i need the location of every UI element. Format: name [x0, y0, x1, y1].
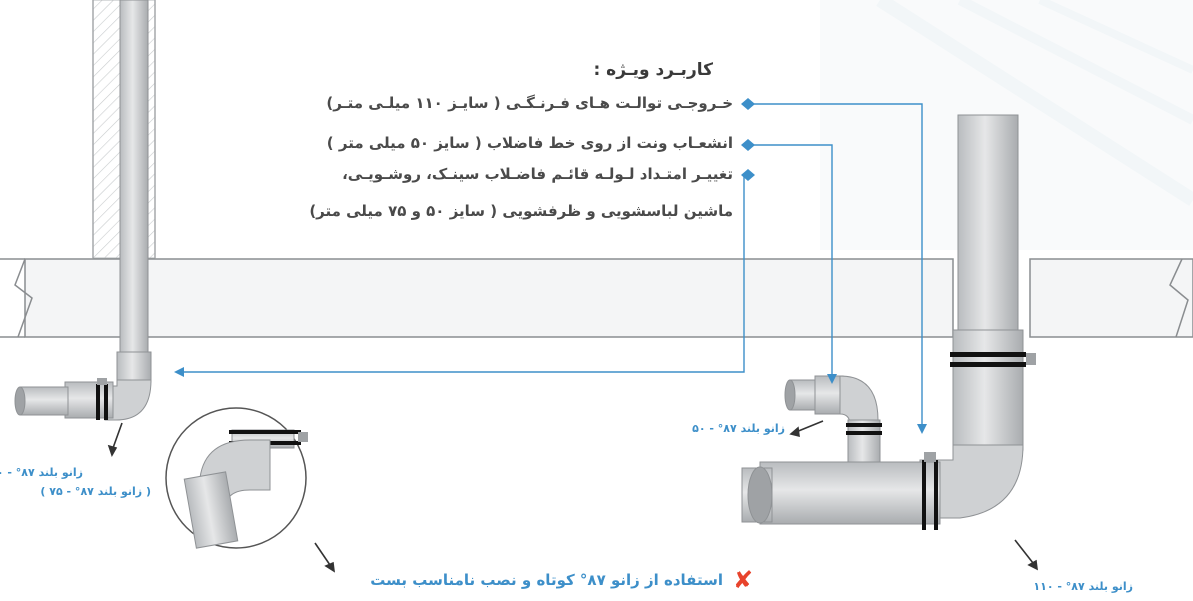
- detail-magnifier: [165, 407, 308, 549]
- warning-caption: استفاده از زانو ۸۷° کوتاه و نصب نامناسب …: [370, 571, 723, 589]
- cross-icon: ✘: [733, 566, 754, 594]
- left-pipe-assembly: [14, 0, 152, 421]
- bullet-item: انشعـاب ونت از روی خط فاضلاب ( سایز ۵۰ م…: [326, 134, 733, 152]
- left-elbow-label: زانو بلند ۸۷° - ۵۰: [0, 466, 83, 479]
- usage-title: کاربـرد ویـژه :: [593, 60, 713, 80]
- right-pipe-assembly: [741, 114, 1036, 530]
- leader-arrowheads: [174, 367, 927, 434]
- bullet-item: خـروجـی توالـت هـای فـرنـگـی ( سایـز ۱۱۰…: [326, 94, 733, 112]
- pointer-arrows: [107, 420, 1038, 573]
- middle-elbow-assembly: [784, 375, 882, 473]
- bullet-item: ماشین لباسشویی و ظرفشویی ( سایز ۵۰ و ۷۵ …: [309, 202, 733, 220]
- floor-slab: [0, 258, 1193, 338]
- middle-elbow-label: زانو بلند ۸۷° - ۵۰: [692, 422, 785, 435]
- right-elbow-label: زانو بلند ۸۷° - ۱۱۰: [1033, 580, 1133, 593]
- left-elbow-label-alt: ( زانو بلند ۸۷° - ۷۵ ): [40, 485, 151, 498]
- bullet-dots: [741, 98, 755, 181]
- bullet-item: تغییـر امتـداد لـولـه قائـم فاضـلاب سینـ…: [342, 165, 733, 183]
